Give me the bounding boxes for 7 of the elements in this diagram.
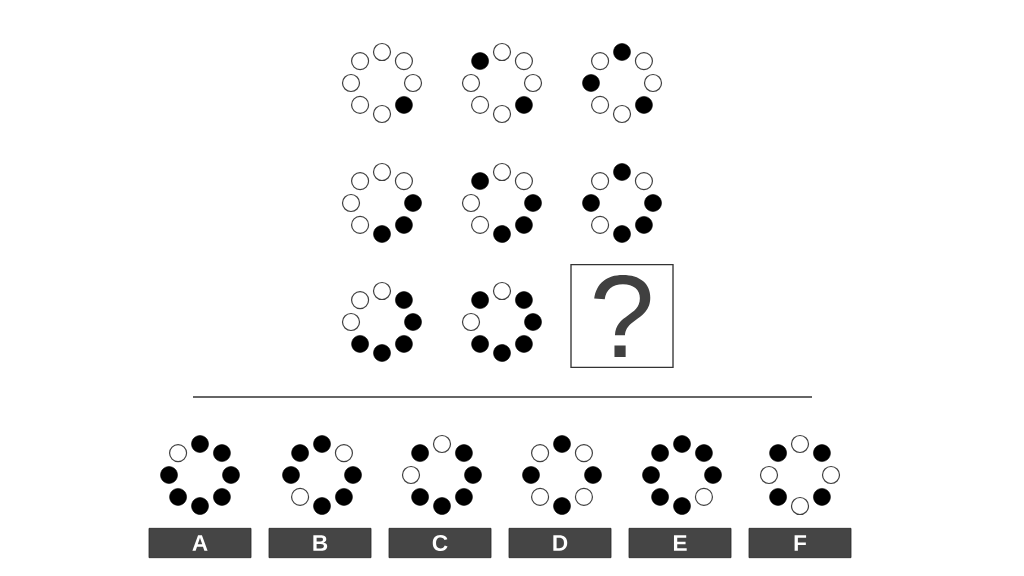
option-label: B [268, 527, 372, 559]
option-label: A [148, 527, 252, 559]
question-box: ? [570, 264, 674, 368]
option-label: F [748, 527, 852, 559]
option-label: E [628, 527, 732, 559]
option-label: D [508, 527, 612, 559]
option-label: C [388, 527, 492, 559]
